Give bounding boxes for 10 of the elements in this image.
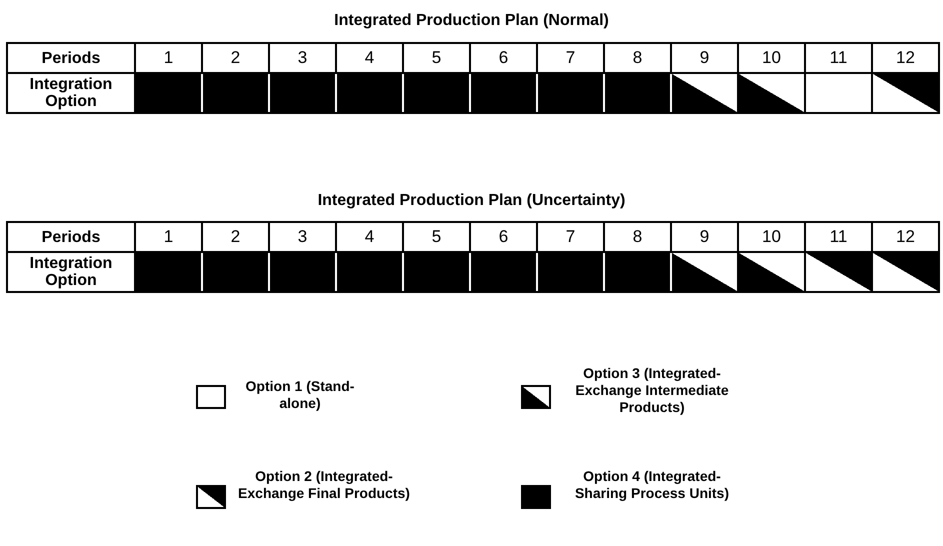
row-header: Periods: [7, 43, 135, 73]
row-header: Periods: [7, 222, 135, 252]
legend-text: Option 4 (Integrated-Sharing Process Units): [574, 468, 730, 502]
row-header: Integration Option: [7, 252, 135, 292]
table-title: Integrated Production Plan (Uncertainty): [316, 192, 626, 210]
legend-text: Option 2 (Integrated-Exchange Final Products): [237, 468, 411, 502]
table-title: Integrated Production Plan (Normal): [333, 12, 610, 30]
legend-text: Option 1 (Stand-alone): [245, 378, 355, 412]
legend-text: Option 3 (Integrated-Exchange Intermediate Products): [574, 365, 730, 416]
row-header: Integration Option: [7, 73, 135, 113]
